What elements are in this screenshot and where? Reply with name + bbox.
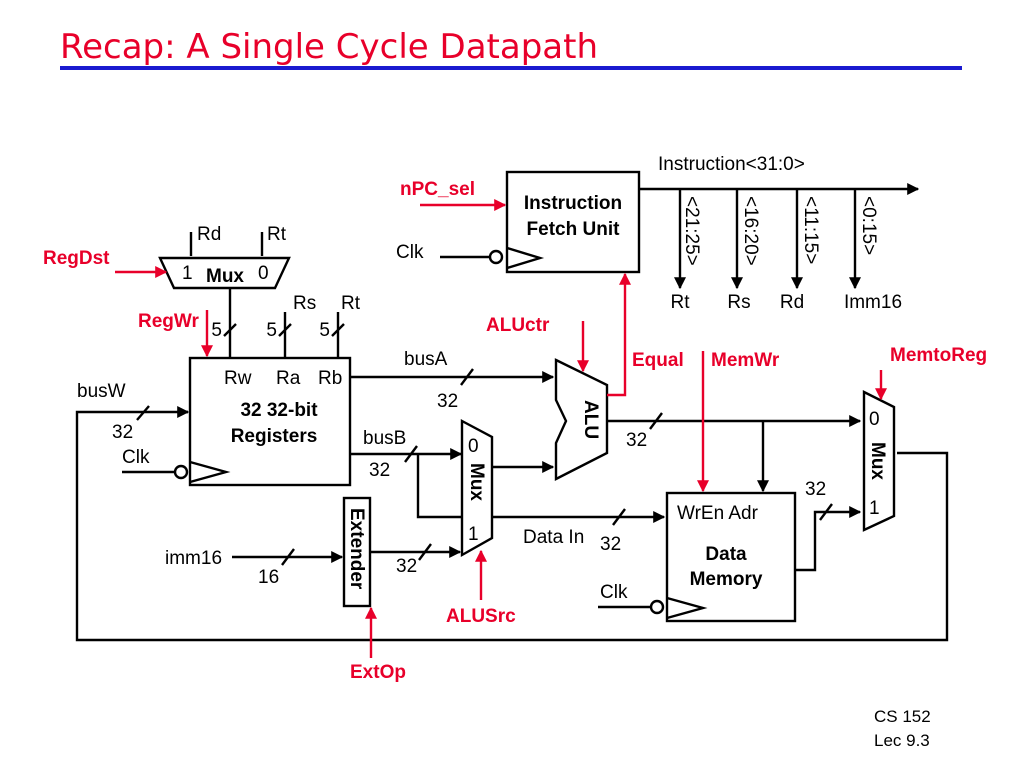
field-name-imm16: Imm16 [844, 292, 902, 313]
imm16-label: imm16 [165, 548, 222, 569]
field-name-rs: Rs [727, 292, 750, 313]
ext-out-width: 32 [396, 556, 417, 577]
dmem-clk-label: Clk [600, 582, 628, 603]
dmem-label-line2: Memory [690, 569, 763, 590]
data-in-label: Data In [523, 527, 584, 548]
port-rw: Rw [224, 368, 252, 389]
extender: Extender [342, 496, 372, 608]
field-bits-imm16: <0:15> [858, 196, 879, 255]
field-name-rt: Rt [671, 292, 691, 313]
data-memory: WrEn Adr Data Memory [665, 491, 797, 623]
alu-out-width: 32 [626, 430, 647, 451]
alu-label: ALU [580, 400, 601, 439]
field-bits-rd: <11:15> [800, 196, 821, 264]
alu: ALU [554, 358, 609, 481]
regdst-mux-in1: 1 [182, 263, 193, 284]
footer-course: CS 152 [874, 707, 931, 726]
regfile-clock-triangle [189, 460, 231, 484]
npc-sel-label: nPC_sel [400, 179, 475, 200]
busw-width: 32 [112, 422, 133, 443]
field-bits-rt: <21:25> [681, 196, 702, 266]
regdst-label: RegDst [43, 248, 110, 269]
aluctr-label: ALUctr [486, 315, 550, 336]
footer-lecture: Lec 9.3 [874, 731, 930, 750]
dmem-label-line1: Data [705, 544, 747, 565]
port-ra: Ra [276, 368, 301, 389]
busa-width: 32 [437, 391, 458, 412]
instruction-bus-label: Instruction<31:0> [658, 154, 805, 175]
rs-label: Rs [293, 293, 316, 314]
busb-width: 32 [369, 460, 390, 481]
field-bits-rs: <16:20> [740, 196, 761, 266]
memtoreg-mux-label: Mux [867, 442, 888, 480]
ra-width: 5 [266, 320, 277, 341]
dmem-clock-bubble [649, 599, 665, 615]
rb-width: 5 [319, 320, 330, 341]
memtoreg-mux-in1: 1 [869, 498, 880, 519]
busw-label: busW [77, 381, 126, 402]
busw-wire [75, 410, 949, 642]
port-rb: Rb [318, 368, 342, 389]
equal-label: Equal [632, 350, 684, 371]
alusrc-label: ALUSrc [446, 606, 516, 627]
memtoreg-mux: 0 Mux 1 [862, 390, 896, 532]
regfile-label-line2: Registers [231, 426, 318, 447]
mem-out-wire [795, 506, 862, 572]
alusrc-mux-label: Mux [466, 463, 487, 501]
extop-label: ExtOp [350, 662, 406, 683]
alusrc-mux-in0: 0 [468, 436, 479, 457]
imm16-width: 16 [258, 567, 279, 588]
slide-title: Recap: A Single Cycle Datapath [60, 27, 598, 67]
extender-label: Extender [346, 508, 367, 590]
memwr-label: MemWr [711, 350, 780, 371]
rt-label: Rt [341, 293, 361, 314]
regdst-mux-in0: 0 [258, 263, 269, 284]
alusrc-mux-in1: 1 [468, 524, 479, 545]
regfile-clock-bubble [173, 464, 189, 480]
regdst-mux: Mux 1 0 [158, 256, 291, 290]
dmem-clock-triangle [666, 596, 708, 620]
busa-label: busA [404, 349, 448, 370]
data-in-wire [416, 454, 666, 523]
regdst-mux-label: Mux [206, 266, 244, 287]
dmem-ports: WrEn Adr [677, 503, 759, 524]
regfile-label-line1: 32 32-bit [240, 400, 318, 421]
memtoreg-label: MemtoReg [890, 345, 987, 366]
ifu-clock-bubble [488, 249, 504, 265]
data-in-width: 32 [600, 534, 621, 555]
regwr-label: RegWr [138, 311, 199, 332]
regdst-rd-label: Rd [197, 224, 221, 245]
field-name-rd: Rd [780, 292, 804, 313]
regdst-rt-label: Rt [267, 224, 287, 245]
ifu-label-line2: Fetch Unit [527, 219, 621, 240]
regfile-clk-label: Clk [122, 447, 150, 468]
ifu-clk-label: Clk [396, 242, 424, 263]
alusrc-mux: 0 Mux 1 [460, 419, 494, 558]
busb-label: busB [363, 428, 406, 449]
rw-width: 5 [211, 320, 222, 341]
ifu-clock-triangle [506, 246, 545, 270]
ifu-label-line1: Instruction [524, 193, 622, 214]
mem-out-width: 32 [805, 479, 826, 500]
equal-wire [607, 272, 631, 397]
instruction-fetch-unit: Instruction Fetch Unit [505, 170, 641, 274]
register-file: Rw Ra Rb 32 32-bit Registers [188, 356, 352, 487]
memtoreg-mux-in0: 0 [869, 409, 880, 430]
